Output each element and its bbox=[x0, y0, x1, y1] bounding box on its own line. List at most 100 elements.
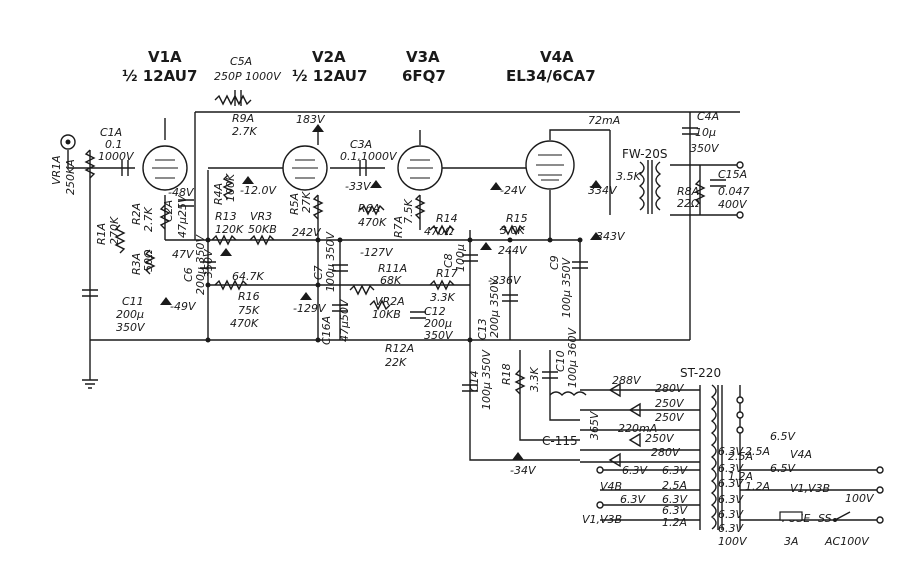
c8-symbol bbox=[462, 254, 478, 262]
vr1a-symbol bbox=[84, 149, 96, 179]
vr2a-value: 10KB bbox=[372, 308, 401, 321]
c1a-value-2: 1000V bbox=[98, 150, 135, 163]
c5a-symbol bbox=[234, 90, 242, 106]
c15a-value-2: 400V bbox=[718, 198, 748, 211]
r11a-label: R11A bbox=[378, 262, 407, 275]
v-minus127: -127V bbox=[360, 246, 394, 259]
c13-value: 200μ 350V bbox=[488, 277, 501, 338]
heater-12a: 1.2A bbox=[662, 516, 687, 529]
r15-label: R15 bbox=[506, 212, 528, 225]
r16-label: R16 bbox=[238, 290, 260, 303]
heater-25a: 2.5A bbox=[662, 479, 687, 492]
c12-label: C12 bbox=[424, 305, 446, 318]
r7a-symbol bbox=[414, 194, 426, 220]
v-minus12: -12.0V bbox=[240, 184, 277, 197]
r3a-symbol bbox=[144, 249, 156, 275]
sec-280-b: 280V bbox=[651, 446, 681, 459]
v4a-ref: V4A bbox=[540, 48, 574, 66]
junctions bbox=[205, 237, 583, 343]
c13-symbol bbox=[502, 294, 518, 302]
sec-250-b: 250V bbox=[655, 411, 685, 424]
output-lines bbox=[670, 164, 740, 216]
c12-value-1: 200μ bbox=[424, 317, 452, 330]
out-65-b: 6.5V bbox=[770, 462, 796, 475]
r3a-value: 50Ω bbox=[142, 249, 155, 272]
power-transformer-icon bbox=[699, 384, 741, 530]
r11a-symbol bbox=[349, 284, 375, 296]
c11-label: C11 bbox=[122, 295, 144, 308]
r18-symbol bbox=[514, 369, 526, 395]
c4a-value-1: 10μ bbox=[695, 126, 716, 139]
c6-label: C6 bbox=[182, 267, 195, 282]
v-minus49: -49V bbox=[170, 300, 197, 313]
c13-label: C13 bbox=[476, 318, 489, 340]
fuse-rating: 3A bbox=[784, 535, 799, 548]
c4a-value-2: 350V bbox=[690, 142, 720, 155]
r14-label: R14 bbox=[436, 212, 458, 225]
c1a-symbol bbox=[121, 160, 129, 176]
c15a-label: C15A bbox=[718, 168, 747, 181]
out-v1v3b: V1,V3B bbox=[790, 482, 830, 495]
tube-v2-icon bbox=[282, 145, 328, 191]
vr3-value: 50KB bbox=[248, 223, 277, 236]
out-v1v3b-left: V1,V3B bbox=[582, 513, 622, 526]
v-minus24: -24V bbox=[500, 184, 527, 197]
v4a-type: EL34/6CA7 bbox=[506, 67, 596, 85]
r17-label: R17 bbox=[436, 267, 458, 280]
r16-value: 64.7K bbox=[232, 270, 264, 283]
r9a-symbol bbox=[214, 94, 252, 106]
v-244: 244V bbox=[498, 244, 528, 257]
v3a-type: 6FQ7 bbox=[402, 67, 446, 85]
diode-4-icon bbox=[608, 452, 621, 468]
c6-symbol bbox=[200, 261, 216, 269]
ps-right-lines bbox=[740, 469, 880, 521]
heater-63-c: 6.3V bbox=[662, 493, 688, 506]
r3a-label: R3A bbox=[130, 253, 143, 275]
tube-v1-icon bbox=[142, 145, 188, 191]
r9a-value: 2.7K bbox=[232, 125, 257, 138]
r15-value: 3.0K bbox=[500, 224, 525, 237]
c7-value: 100μ 350V bbox=[324, 231, 337, 292]
c1a-label: C1A bbox=[100, 126, 122, 139]
pt-25b: 2.5A bbox=[728, 450, 753, 463]
ma-220: 220mA bbox=[618, 422, 657, 435]
pt-63-i: 6.3V bbox=[718, 493, 744, 506]
c2a-symbol bbox=[178, 199, 194, 207]
c3a-symbol bbox=[359, 160, 367, 176]
v2a-ref: V2A bbox=[312, 48, 346, 66]
fuse-icon bbox=[779, 511, 803, 521]
capacitors bbox=[82, 90, 726, 392]
v-288: 288V bbox=[612, 374, 642, 387]
vr1a-label: VR1A bbox=[50, 155, 63, 185]
ps-left bbox=[469, 340, 580, 461]
c4a-label: C4A bbox=[697, 110, 719, 123]
c11-value-2: 350V bbox=[116, 321, 146, 334]
r13-value: 120K bbox=[215, 223, 244, 236]
c16a-label: C16A bbox=[320, 316, 333, 345]
r1a-label: R1A bbox=[95, 223, 108, 245]
pt-63-j: 6.3V bbox=[718, 508, 744, 521]
heater-63-d: 6.3V bbox=[620, 493, 646, 506]
wiring bbox=[67, 111, 880, 521]
c6-value: 200μ 350V bbox=[194, 234, 207, 295]
pt-63-f: 6.3V bbox=[718, 445, 744, 458]
c5a-value: 250P 1000V bbox=[214, 70, 282, 83]
v-minus48: -48V bbox=[168, 186, 195, 199]
sec-250-a: 250V bbox=[655, 397, 685, 410]
r8a-symbol bbox=[694, 179, 706, 205]
out-25a: 2.5A bbox=[745, 445, 770, 458]
voltage-labels: 183V -48V -12.0V -33V -24V 334V 343V 72m… bbox=[168, 113, 657, 477]
pt-12b: 1.2A bbox=[728, 470, 753, 483]
v1a-type: ½ 12AU7 bbox=[122, 67, 197, 85]
r14-symbol bbox=[429, 224, 455, 236]
ground-symbol bbox=[82, 379, 98, 389]
r6a-symbol bbox=[359, 204, 385, 216]
v-350: 350V bbox=[202, 248, 215, 278]
pt-63-h: 6.3V bbox=[718, 477, 744, 490]
r4a-label: R4A bbox=[212, 183, 225, 205]
pt-100v: 100V bbox=[718, 535, 748, 548]
r15-symbol bbox=[499, 224, 525, 236]
tube-headings: V1A ½ 12AU7 V2A ½ 12AU7 V3A 6FQ7 V4A EL3… bbox=[122, 48, 596, 85]
c9-label: C9 bbox=[548, 255, 561, 270]
r5a-symbol bbox=[312, 194, 324, 220]
